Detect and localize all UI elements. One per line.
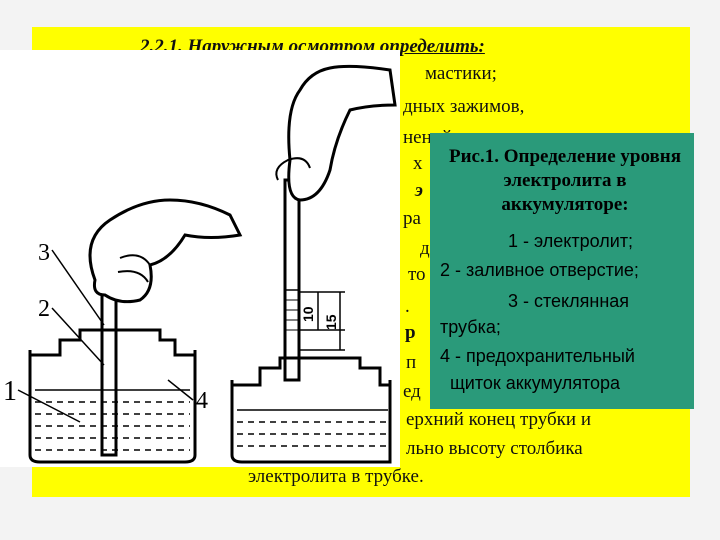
leader-line-2 <box>51 307 105 366</box>
leader-line-4 <box>167 379 194 401</box>
left-battery-case <box>28 350 197 464</box>
body-fragment: электролита в трубке. <box>248 466 424 487</box>
dimension-label: 10 <box>300 306 316 322</box>
body-fragment: э <box>415 180 423 201</box>
electrolyte-level-figure: 3 2 1 4 10 15 <box>0 50 400 467</box>
figure-label: 1 <box>3 376 17 407</box>
body-fragment: дных зажимов, <box>403 96 525 117</box>
body-fragment: мастики; <box>425 63 497 84</box>
body-fragment: ед <box>403 381 421 402</box>
caption-item: 3 - стеклянная <box>508 291 630 311</box>
body-fragment: льно высоту столбика <box>406 438 583 459</box>
right-glass-tube <box>283 178 301 382</box>
caption-item: трубка; <box>440 317 501 337</box>
body-fragment: то <box>408 264 426 285</box>
caption-title: Рис.1. Определение уровня электролита в … <box>448 146 681 215</box>
leader-line-1 <box>17 389 81 423</box>
body-fragment: х <box>413 153 423 174</box>
figure-caption-box: Рис.1. Определение уровня электролита в … <box>430 133 694 409</box>
figure-drawing: 3 2 1 4 10 15 <box>3 64 397 464</box>
figure-label: 2 <box>38 296 50 322</box>
figure-label: 3 <box>38 240 50 266</box>
body-fragment: р <box>405 322 416 343</box>
body-fragment: ерхний конец трубки и <box>406 409 591 430</box>
figure-label: 4 <box>196 388 208 414</box>
right-battery-cover <box>232 356 390 387</box>
left-hand-drawing <box>88 198 243 304</box>
caption-item: 2 - заливное отверстие; <box>440 260 639 280</box>
dimension-label: 15 <box>323 314 339 330</box>
body-fragment: д <box>420 238 430 259</box>
body-fragment: ра <box>403 208 421 229</box>
caption-item: щиток аккумулятора <box>450 373 621 393</box>
caption-item: 4 - предохранительный <box>440 346 635 366</box>
leader-line-3 <box>51 249 105 326</box>
right-hand-drawing <box>287 64 397 202</box>
right-battery-case <box>230 380 392 464</box>
caption-item: 1 - электролит; <box>508 231 634 251</box>
body-fragment: . <box>405 296 410 317</box>
body-fragment: п <box>406 352 417 373</box>
left-battery-cover <box>30 328 195 357</box>
